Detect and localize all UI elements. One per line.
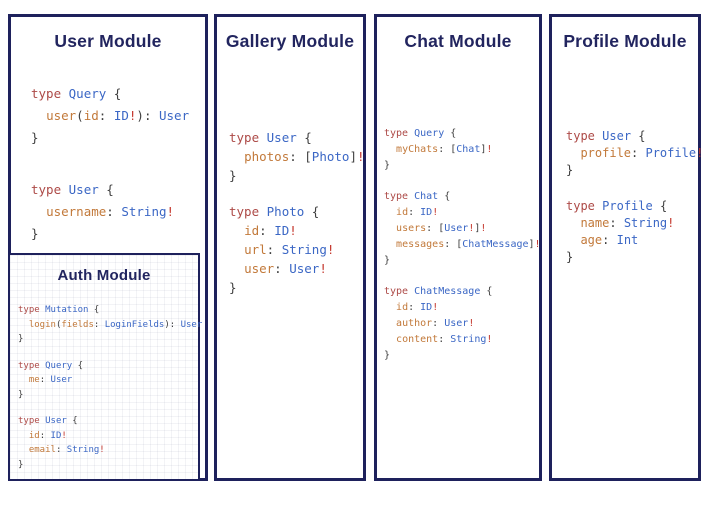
profile-module-code: type User { profile: Profile!}type Profi… <box>566 129 704 264</box>
chat-module-title: Chat Module <box>404 31 512 51</box>
chat-module-box: Chat Module type Query { myChats: [Chat]… <box>374 14 542 481</box>
chat-module-code: type Query { myChats: [Chat]!}type Chat … <box>384 128 541 361</box>
user-module-code: type Query { user(id: ID!): User}type Us… <box>31 86 190 241</box>
user-module-title: User Module <box>54 31 162 51</box>
gallery-module-box: Gallery Module type User { photos: [Phot… <box>214 14 366 481</box>
profile-module-title: Profile Module <box>563 31 687 51</box>
auth-module-code: type Mutation { login(fields: LoginField… <box>18 305 203 470</box>
user-module-box: User Module type Query { user(id: ID!): … <box>8 14 208 481</box>
gallery-module-code: type User { photos: [Photo]!}type Photo … <box>229 130 365 295</box>
profile-module-box: Profile Module type User { profile: Prof… <box>549 14 704 481</box>
gallery-module-title: Gallery Module <box>225 31 355 51</box>
auth-module-title: Auth Module <box>57 267 151 284</box>
auth-module-box: Auth Module type Mutation { login(fields… <box>8 253 203 481</box>
